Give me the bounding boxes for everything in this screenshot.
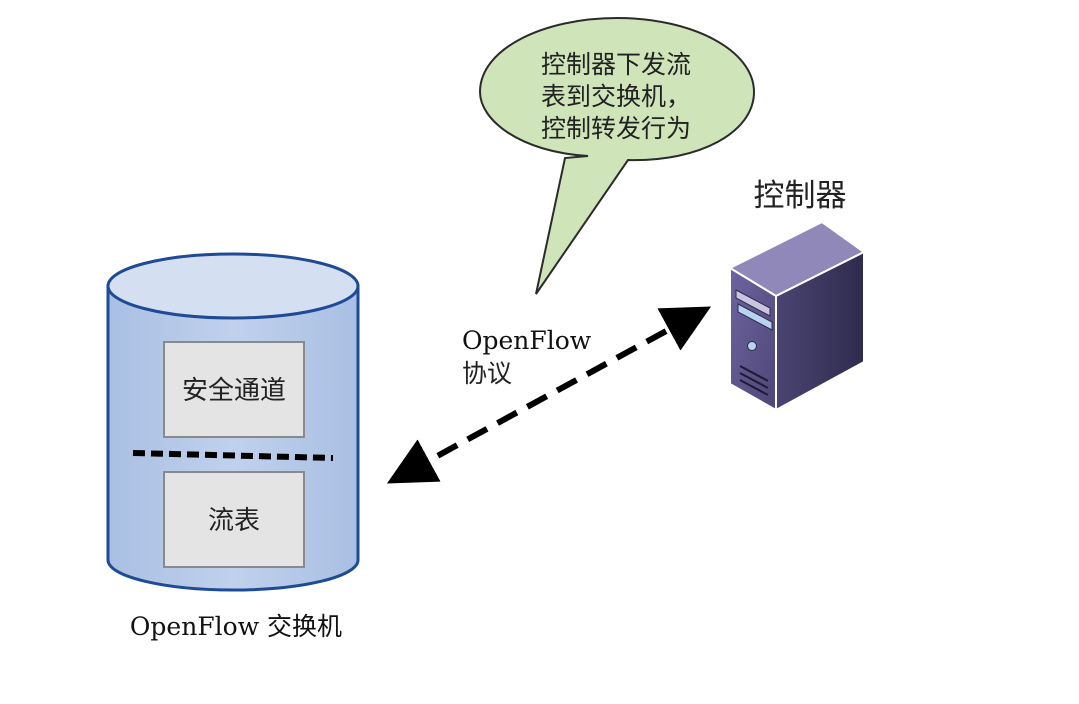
- server-drive-bay-1: [735, 289, 771, 317]
- switch-label: OpenFlow 交换机: [130, 612, 342, 641]
- protocol-label-line-2: 协议: [462, 359, 512, 388]
- server-drive-bay-2: [737, 303, 773, 331]
- server-icon: [727, 220, 866, 412]
- flow-table-label: 流表: [208, 506, 260, 536]
- speech-bubble: 控制器下发流 表到交换机， 控制转发行为: [478, 16, 756, 295]
- cylinder-top: [106, 252, 360, 320]
- flow-table-box: [163, 471, 305, 568]
- switch-divider: [132, 450, 334, 461]
- double-headed-dashed-arrow: [386, 306, 712, 484]
- bubble-text-line-3: 控制转发行为: [541, 114, 691, 143]
- openflow-switch-cylinder: 安全通道 流表: [106, 252, 360, 592]
- bubble-text-line-2: 表到交换机，: [541, 82, 691, 111]
- server-power-button: [747, 341, 757, 351]
- bubble-shape: [478, 16, 756, 295]
- bubble-text-line-1: 控制器下发流: [541, 50, 691, 79]
- server-vent-2: [739, 372, 769, 389]
- server-vent-1: [739, 365, 769, 382]
- server-vent-3: [739, 379, 769, 396]
- secure-channel-label: 安全通道: [182, 376, 286, 406]
- secure-channel-box: [163, 341, 305, 438]
- protocol-label-line-1: OpenFlow: [462, 326, 592, 355]
- controller-label: 控制器: [754, 178, 847, 214]
